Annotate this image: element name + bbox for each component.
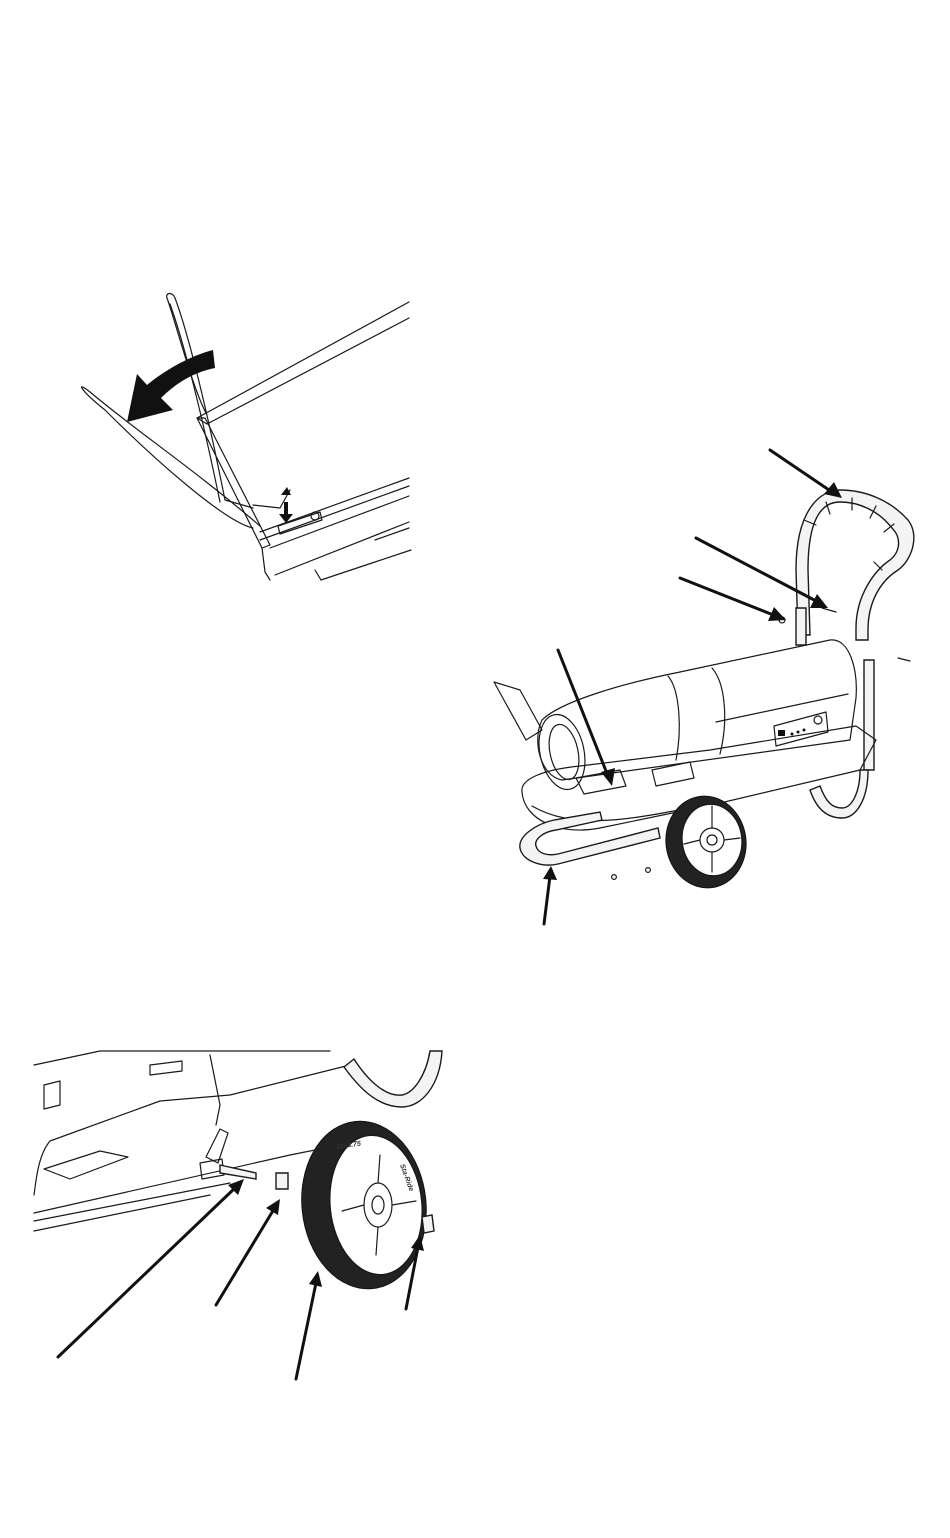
callout-arrow-icon [216, 1199, 280, 1305]
tank-seam [210, 1055, 220, 1125]
heater-seam-1 [668, 676, 679, 760]
handle-pin-right [898, 658, 910, 661]
handle-wire-upright-inner [170, 304, 220, 502]
tank-recess-2 [652, 762, 694, 786]
cap-nut-1 [612, 875, 617, 880]
callout-arrow-axle [58, 1187, 236, 1357]
frame-rear-loop [810, 770, 868, 818]
thermostat-knob [814, 716, 822, 724]
handle-pin-left [822, 608, 836, 612]
tank-recess-2 [150, 1061, 182, 1075]
callout-arrow-washer [680, 578, 776, 616]
tank-base-line [34, 1183, 230, 1221]
spacer [276, 1173, 288, 1189]
tank-upper-contour [34, 1065, 350, 1195]
side-panel-lower [262, 548, 270, 580]
cart-assembly-illustration [480, 440, 940, 935]
callout-arrow-icon [296, 1271, 322, 1379]
axle-bracket [206, 1129, 228, 1163]
u-handle [796, 490, 914, 640]
callout-arrow-spacer [216, 1209, 274, 1305]
base-foot [315, 550, 411, 580]
heater-nozzle [533, 710, 592, 793]
callout-arrow-frame [544, 876, 550, 924]
indicator-1 [791, 733, 794, 736]
heater-top-edge-inner [197, 318, 409, 424]
power-switch [778, 730, 785, 736]
post-left [796, 608, 806, 645]
callout-arrow-icon [58, 1179, 244, 1357]
figure-handle-fold [75, 290, 415, 595]
callout-arrow-icon [770, 450, 842, 498]
callout-arrow-tank [558, 650, 608, 776]
heater-seam-2 [712, 668, 725, 754]
cart-wheel [660, 791, 752, 893]
callout-arrow-handle [770, 450, 832, 492]
callout-arrow-wheel [296, 1283, 316, 1379]
tank-base-line-2 [34, 1195, 210, 1231]
heater-top-edge [197, 302, 409, 418]
figure-wheel-install: 10x3.75 Sta-Ride [30, 1045, 450, 1390]
handle-fold-illustration [75, 290, 415, 595]
cap-nut [422, 1215, 434, 1233]
tank-recess [44, 1151, 128, 1179]
callout-arrow-icon [543, 866, 557, 924]
curved-rotate-arrow-icon [127, 350, 215, 422]
callout-arrow-icon [680, 578, 786, 621]
cap-nut-2 [646, 868, 651, 873]
indicator-2 [797, 731, 800, 734]
handle-wire-upright [167, 294, 253, 509]
frame-loop [344, 1051, 442, 1107]
tank-handle-stub [44, 1081, 60, 1109]
base-rail-bottom [275, 522, 409, 575]
wheel-install-illustration: 10x3.75 Sta-Ride [30, 1045, 450, 1390]
indicator-3 [803, 729, 806, 732]
figure-cart-assembly [480, 440, 940, 935]
heater-band [716, 694, 848, 722]
fold-handle [494, 682, 542, 740]
